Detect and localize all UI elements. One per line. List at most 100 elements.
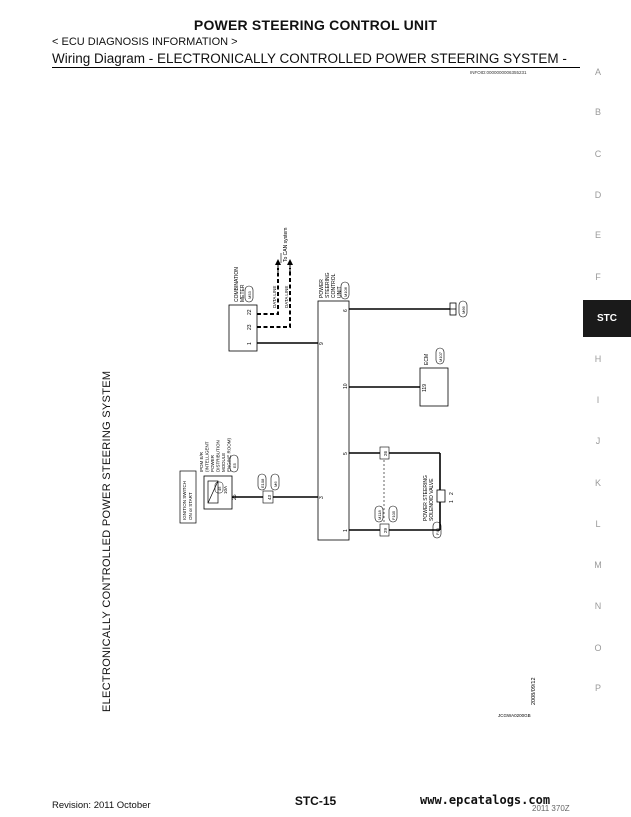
pin-m53-22: 22 (247, 309, 253, 315)
svg-text:POWER STEERING: POWER STEERING (423, 475, 429, 521)
pscu-label: POWER STEERING CONTROL UNIT (319, 272, 343, 298)
solenoid-pin-1: 1 (449, 500, 455, 503)
page-number: STC-15 (294, 794, 337, 808)
pin-m53-23: 23 (247, 324, 253, 330)
data-line-label-2: DATA LINE (284, 286, 289, 308)
svg-text:ENGINE ROOM): ENGINE ROOM) (227, 437, 232, 472)
tab-b[interactable]: B (594, 107, 601, 117)
connector-m106: M106 (343, 286, 348, 297)
tab-f[interactable]: F (595, 272, 601, 282)
svg-text:IPDM E/R: IPDM E/R (199, 451, 204, 472)
section-breadcrumb: < ECU DIAGNOSIS INFORMATION > (52, 36, 238, 48)
joint-pin-43: 43 (267, 494, 272, 500)
connector-e5: E5 (232, 462, 237, 468)
svg-text:MODULE: MODULE (221, 453, 226, 472)
watermark-site[interactable]: www.epcatalogs.com (420, 793, 551, 807)
solenoid-pin-2: 2 (449, 492, 455, 495)
ipdm-label: IPDM E/R (INTELLIGENT POWER DISTRIBUTION… (199, 437, 232, 472)
pin-m106-6: 6 (343, 309, 349, 312)
svg-text:SOLENOID VALVE: SOLENOID VALVE (429, 478, 435, 521)
pin-m106-10: 10 (343, 383, 349, 389)
pin-m106-1: 1 (343, 529, 349, 532)
tab-l[interactable]: L (595, 519, 601, 529)
page-title: POWER STEERING CONTROL UNIT (193, 17, 438, 33)
tab-i[interactable]: I (596, 395, 600, 405)
svg-text:POWER: POWER (210, 454, 215, 472)
data-line-1-wire (257, 268, 279, 315)
harness-pin-29: 29 (383, 527, 388, 533)
connector-f105-oval (388, 505, 398, 523)
svg-text:ON or START: ON or START (188, 492, 193, 520)
connector-m6: M6 (273, 481, 278, 487)
connector-m53: M53 (247, 290, 252, 299)
connector-e108-oval (257, 473, 267, 491)
combination-meter-label: COMBINATION METER (234, 267, 246, 302)
info-id: INFOID:0000000006355231 (470, 70, 527, 75)
svg-text:IGNITION SWITCH: IGNITION SWITCH (182, 481, 187, 520)
pin-ecm-119: 119 (422, 384, 428, 392)
ipdm-box (203, 475, 233, 510)
svg-text:CONTROL: CONTROL (331, 273, 337, 298)
connector-m66: M66 (461, 305, 466, 314)
svg-text:(INTELLIGENT: (INTELLIGENT (205, 441, 210, 472)
svg-text:METER: METER (240, 284, 246, 302)
solenoid-valve-symbol (436, 489, 446, 503)
page-subtitle: Wiring Diagram - ELECTRONICALLY CONTROLL… (52, 51, 567, 66)
harness-pin-29-box (379, 523, 390, 537)
connector-m107: M107 (438, 351, 443, 362)
connector-e5-oval (229, 454, 239, 473)
svg-text:COMBINATION: COMBINATION (234, 267, 240, 302)
harness-pin-26: 26 (383, 450, 388, 456)
pin-m106-5: 5 (343, 452, 349, 455)
data-line-label-1: DATA LINE (272, 286, 277, 308)
ecm-label: ECM (424, 354, 430, 365)
connector-m118: M118 (377, 510, 382, 520)
tab-m[interactable]: M (594, 560, 602, 570)
tab-h[interactable]: H (594, 354, 602, 364)
fuse-number: 45 (217, 486, 222, 491)
fuse-number-oval (214, 481, 224, 494)
solenoid-label: POWER STEERING SOLENOID VALVE (423, 475, 435, 521)
ignition-switch-label: IGNITION SWITCH ON or START (182, 481, 193, 520)
tab-d[interactable]: D (594, 190, 602, 200)
tab-p[interactable]: P (594, 683, 601, 693)
fuse-rating: 10A (223, 486, 228, 494)
connector-f40: F40 (435, 527, 440, 535)
data-line-2-wire (257, 268, 291, 328)
connector-m53-oval (244, 285, 254, 303)
can-system-label: To CAN system (283, 228, 289, 262)
connector-m66-oval (458, 300, 468, 318)
svg-text:UNIT: UNIT (337, 286, 343, 298)
connector-m6-oval (270, 473, 280, 491)
tab-e[interactable]: E (594, 230, 601, 240)
connector-m118-oval (374, 505, 384, 523)
tab-n[interactable]: N (594, 601, 602, 611)
connector-e108: E108 (260, 478, 265, 488)
connector-m106-oval (340, 281, 350, 300)
header-divider (52, 67, 580, 68)
model-year: 2011 370Z (532, 804, 570, 813)
ignition-switch-box (179, 470, 197, 524)
pin-m53-1: 1 (247, 342, 253, 345)
tab-o[interactable]: O (594, 643, 602, 653)
harness-pin-26-box (379, 446, 390, 460)
connector-f105: F105 (391, 510, 396, 520)
pscu-box (317, 300, 350, 541)
tab-c[interactable]: C (594, 149, 602, 159)
diagram-date: 2008/09/12 (531, 677, 537, 705)
tab-k[interactable]: K (594, 478, 601, 488)
connector-m107-oval (435, 347, 445, 365)
revision-date: Revision: 2011 October (52, 800, 151, 811)
ipdm-pin-25: 25 (232, 494, 238, 500)
connector-f40-oval (432, 521, 442, 539)
svg-text:STEERING: STEERING (325, 272, 331, 298)
tab-stc-active[interactable]: STC (583, 300, 631, 337)
figure-code: JCGWA0200GB (498, 713, 531, 718)
svg-text:POWER: POWER (319, 279, 325, 298)
tab-a[interactable]: A (594, 67, 601, 77)
joint-pin-43-box (262, 490, 274, 504)
pin-m106-3: 3 (319, 496, 325, 499)
pin-m106-9: 9 (319, 342, 325, 345)
tab-j[interactable]: J (595, 436, 601, 446)
